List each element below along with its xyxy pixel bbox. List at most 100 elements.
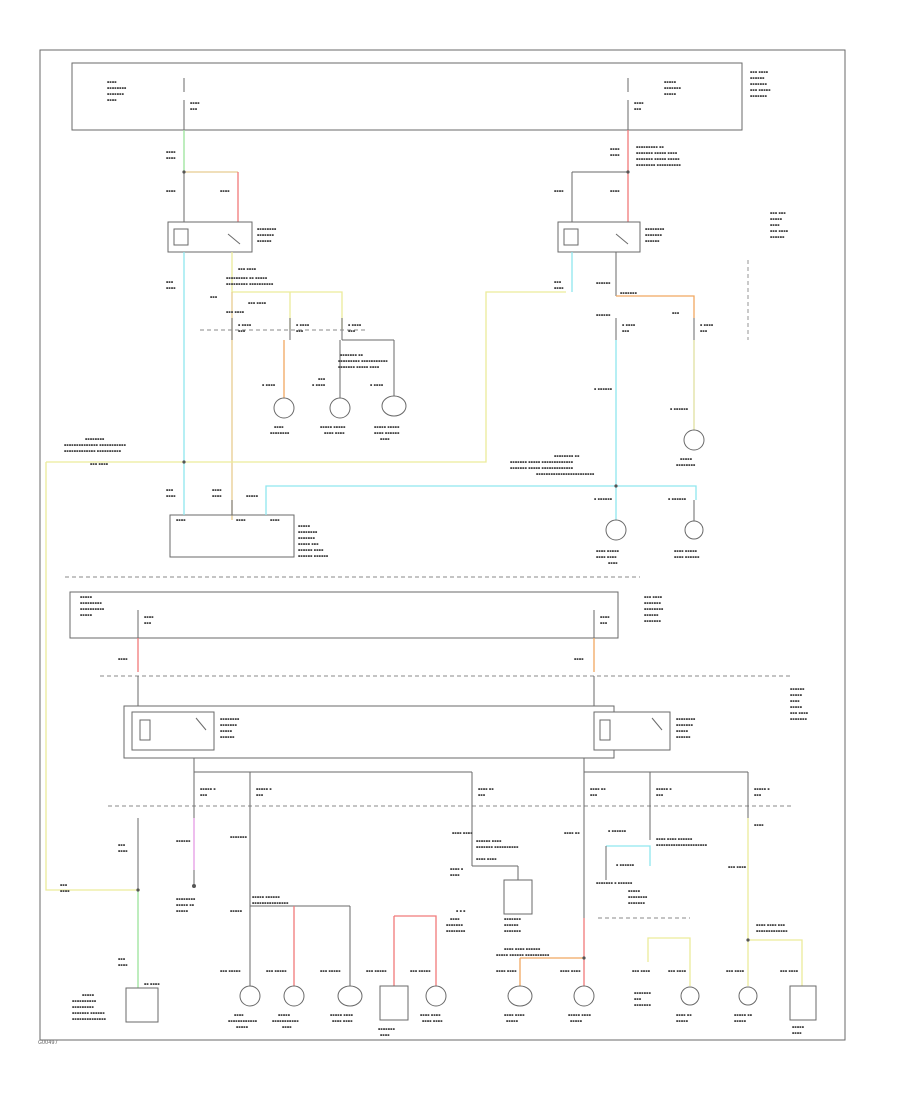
svg-text:▪▪▪▪: ▪▪▪▪ — [166, 150, 176, 154]
svg-text:▪▪▪ ▪▪▪▪: ▪▪▪ ▪▪▪▪ — [632, 969, 651, 973]
svg-text:▪▪▪▪▪▪▪ ▪▪▪▪▪ ▪▪▪▪▪: ▪▪▪▪▪▪▪ ▪▪▪▪▪ ▪▪▪▪▪ — [636, 157, 680, 161]
svg-text:▪▪▪: ▪▪▪ — [656, 793, 664, 797]
left-headlamp — [273, 397, 295, 419]
svg-text:▪▪▪ ▪▪▪▪: ▪▪▪ ▪▪▪▪ — [750, 70, 769, 74]
svg-text:▪▪▪▪▪▪▪: ▪▪▪▪▪▪▪ — [378, 1027, 396, 1031]
svg-text:▪▪▪▪▪▪▪▪: ▪▪▪▪▪▪▪▪ — [220, 717, 240, 721]
svg-text:▪▪▪▪▪: ▪▪▪▪▪ — [236, 1025, 249, 1029]
svg-text:▪▪▪▪ ▪▪▪▪ ▪▪▪▪▪▪: ▪▪▪▪ ▪▪▪▪ ▪▪▪▪▪▪ — [504, 947, 541, 951]
svg-text:▪▪▪: ▪▪▪ — [118, 843, 126, 847]
svg-text:▪▪▪▪: ▪▪▪▪ — [754, 823, 764, 827]
svg-text:▪▪▪▪▪ ▪: ▪▪▪▪▪ ▪ — [656, 787, 672, 791]
svg-text:▪▪▪▪▪ ▪: ▪▪▪▪▪ ▪ — [754, 787, 770, 791]
wire-left-yellow-branch — [231, 252, 343, 330]
svg-text:▪▪▪▪: ▪▪▪▪ — [274, 425, 284, 429]
svg-text:▪▪▪▪: ▪▪▪▪ — [144, 615, 154, 619]
svg-text:▪▪▪▪▪▪: ▪▪▪▪▪▪ — [790, 687, 805, 691]
svg-text:▪▪▪▪: ▪▪▪▪ — [118, 849, 128, 853]
svg-text:▪▪▪▪ ▪▪: ▪▪▪▪ ▪▪ — [564, 831, 580, 835]
svg-text:▪▪▪▪▪▪: ▪▪▪▪▪▪ — [596, 281, 611, 285]
license-lamp — [379, 985, 409, 1021]
svg-text:▪▪▪▪ ▪▪: ▪▪▪▪ ▪▪ — [478, 787, 494, 791]
svg-text:▪▪▪▪▪▪: ▪▪▪▪▪▪ — [176, 839, 191, 843]
svg-text:▪▪▪▪: ▪▪▪▪ — [450, 873, 460, 877]
svg-text:▪▪▪▪▪ ▪▪: ▪▪▪▪▪ ▪▪ — [176, 903, 195, 907]
svg-text:▪▪▪▪▪▪▪: ▪▪▪▪▪▪▪ — [676, 723, 694, 727]
svg-text:▪▪▪▪▪▪▪▪▪ ▪▪ ▪▪▪▪▪: ▪▪▪▪▪▪▪▪▪ ▪▪ ▪▪▪▪▪ — [226, 276, 268, 280]
left-license-lamp — [680, 986, 700, 1006]
svg-text:▪▪▪▪▪▪▪: ▪▪▪▪▪▪▪ — [634, 991, 652, 995]
svg-text:▪▪▪▪▪▪: ▪▪▪▪▪▪ — [644, 613, 659, 617]
svg-text:▪▪▪▪▪: ▪▪▪▪▪ — [790, 693, 803, 697]
svg-text:▪▪▪▪▪ ▪▪▪: ▪▪▪▪▪ ▪▪▪ — [298, 542, 319, 546]
svg-text:▪▪▪▪▪▪▪▪: ▪▪▪▪▪▪▪▪ — [270, 431, 290, 435]
svg-text:▪▪▪▪: ▪▪▪▪ — [118, 963, 128, 967]
svg-text:▪▪▪▪▪▪: ▪▪▪▪▪▪ — [750, 76, 765, 80]
right-license-lamp — [738, 986, 758, 1006]
svg-text:▪▪▪: ▪▪▪ — [622, 329, 630, 333]
svg-text:▪▪▪ ▪▪▪▪: ▪▪▪ ▪▪▪▪ — [770, 229, 789, 233]
svg-text:▪▪▪▪▪▪▪: ▪▪▪▪▪▪▪ — [750, 94, 768, 98]
svg-text:▪▪▪▪: ▪▪▪▪ — [380, 1033, 390, 1037]
svg-text:▪▪▪▪ ▪▪▪▪ ▪▪▪: ▪▪▪▪ ▪▪▪▪ ▪▪▪ — [756, 923, 786, 927]
svg-text:▪▪▪▪▪▪▪▪: ▪▪▪▪▪▪▪▪ — [446, 929, 466, 933]
svg-text:▪▪▪▪: ▪▪▪▪ — [610, 147, 620, 151]
right-front-side-marker-lamp — [381, 395, 407, 417]
svg-text:▪▪▪▪▪ ▪▪▪▪▪: ▪▪▪▪▪ ▪▪▪▪▪ — [320, 425, 346, 429]
top-fuse-right: ▪▪▪▪▪ ▪▪▪▪▪▪▪ ▪▪▪▪▪ ▪▪▪▪ ▪▪▪ — [627, 78, 682, 130]
svg-text:▪▪▪ ▪▪▪▪: ▪▪▪ ▪▪▪▪ — [780, 969, 799, 973]
svg-text:▪▪▪▪▪: ▪▪▪▪▪ — [790, 705, 803, 709]
svg-text:▪▪▪: ▪▪▪ — [590, 793, 598, 797]
svg-text:▪▪▪▪▪: ▪▪▪▪▪ — [770, 217, 783, 221]
svg-text:▪▪▪: ▪▪▪ — [700, 329, 708, 333]
svg-text:▪▪▪▪ ▪▪▪▪: ▪▪▪▪ ▪▪▪▪ — [420, 1013, 441, 1017]
wire-cyan-to-right — [265, 485, 697, 515]
svg-text:▪▪▪▪▪: ▪▪▪▪▪ — [664, 92, 677, 96]
svg-text:▪▪▪▪▪▪▪ ▪▪: ▪▪▪▪▪▪▪ ▪▪ — [340, 353, 364, 357]
right-front-park-lamp — [329, 397, 351, 419]
svg-text:▪▪▪ ▪▪▪▪: ▪▪▪ ▪▪▪▪ — [728, 865, 747, 869]
svg-text:▪▪▪: ▪▪▪ — [200, 793, 208, 797]
svg-text:▪▪▪▪ ▪▪▪▪▪: ▪▪▪▪ ▪▪▪▪▪ — [596, 549, 620, 553]
svg-text:▪▪▪▪▪▪▪ ▪▪▪▪▪ ▪▪▪▪▪▪▪▪▪▪▪▪▪: ▪▪▪▪▪▪▪ ▪▪▪▪▪ ▪▪▪▪▪▪▪▪▪▪▪▪▪ — [510, 460, 574, 464]
wire-lower-cyan — [606, 845, 651, 866]
svg-text:▪▪▪▪▪▪: ▪▪▪▪▪▪ — [596, 313, 611, 317]
svg-text:▪▪▪▪▪▪: ▪▪▪▪▪▪ — [645, 239, 660, 243]
svg-text:▪▪▪: ▪▪▪ — [634, 997, 642, 1001]
svg-text:▪▪▪▪▪: ▪▪▪▪▪ — [506, 1019, 519, 1023]
svg-text:▪▪▪▪▪▪▪ ▪▪▪▪▪ ▪▪▪▪: ▪▪▪▪▪▪▪ ▪▪▪▪▪ ▪▪▪▪ — [338, 365, 380, 369]
left-upper-relay — [167, 221, 253, 253]
svg-text:▪▪▪▪: ▪▪▪▪ — [770, 223, 780, 227]
left-rear-tail-lamp — [425, 985, 447, 1007]
wire-lower-yellow-2 — [747, 818, 803, 986]
svg-text:▪▪▪▪▪ ▪: ▪▪▪▪▪ ▪ — [200, 787, 216, 791]
svg-text:▪▪▪▪: ▪▪▪▪ — [107, 80, 117, 84]
svg-text:▪▪▪▪: ▪▪▪▪ — [610, 189, 620, 193]
svg-text:▪▪▪▪: ▪▪▪▪ — [450, 917, 460, 921]
svg-text:▪▪▪▪ ▪▪▪▪: ▪▪▪▪ ▪▪▪▪ — [504, 1013, 525, 1017]
svg-text:▪▪▪▪ ▪▪▪▪▪: ▪▪▪▪ ▪▪▪▪▪ — [674, 549, 698, 553]
trailer-connector — [503, 879, 533, 915]
svg-text:▪▪▪▪▪▪▪ ▪▪▪▪▪▪▪▪▪▪: ▪▪▪▪▪▪▪ ▪▪▪▪▪▪▪▪▪▪ — [476, 845, 519, 849]
left-rear-stop-lamp — [507, 985, 533, 1007]
svg-text:▪▪▪ ▪▪▪▪▪: ▪▪▪ ▪▪▪▪▪ — [266, 969, 287, 973]
svg-text:▪▪▪▪▪: ▪▪▪▪▪ — [570, 1019, 583, 1023]
svg-text:▪▪▪▪ ▪▪▪▪▪▪: ▪▪▪▪ ▪▪▪▪▪▪ — [374, 431, 400, 435]
svg-text:▪ ▪▪▪▪▪▪: ▪ ▪▪▪▪▪▪ — [668, 497, 687, 501]
svg-text:▪▪▪▪: ▪▪▪▪ — [166, 156, 176, 160]
svg-text:▪▪▪▪: ▪▪▪▪ — [118, 657, 128, 661]
svg-text:▪▪▪▪: ▪▪▪▪ — [282, 1025, 292, 1029]
svg-text:▪▪▪▪▪ ▪▪▪▪▪: ▪▪▪▪▪ ▪▪▪▪▪ — [374, 425, 400, 429]
svg-text:▪▪▪▪ ▪: ▪▪▪▪ ▪ — [450, 867, 464, 871]
right-headlamp — [683, 429, 705, 451]
svg-text:▪▪▪▪▪: ▪▪▪▪▪ — [246, 494, 259, 498]
svg-text:▪▪▪▪▪▪▪▪▪: ▪▪▪▪▪▪▪▪▪ — [72, 1005, 94, 1009]
svg-text:▪▪▪▪▪▪▪▪ ▪▪: ▪▪▪▪▪▪▪▪ ▪▪ — [554, 454, 580, 458]
svg-text:▪▪▪▪▪▪ ▪▪▪▪: ▪▪▪▪▪▪ ▪▪▪▪ — [476, 839, 502, 843]
svg-text:▪ ▪▪▪▪: ▪ ▪▪▪▪ — [348, 323, 362, 327]
svg-text:▪▪▪▪ ▪▪▪▪▪▪: ▪▪▪▪ ▪▪▪▪▪▪ — [674, 555, 700, 559]
svg-text:▪▪▪▪▪▪▪: ▪▪▪▪▪▪▪ — [664, 86, 682, 90]
right-rear-tail-lamp — [337, 985, 363, 1007]
svg-text:▪▪▪▪▪▪▪▪▪▪▪▪▪▪: ▪▪▪▪▪▪▪▪▪▪▪▪▪▪ — [72, 1017, 107, 1021]
lower-right-relay — [593, 711, 671, 751]
